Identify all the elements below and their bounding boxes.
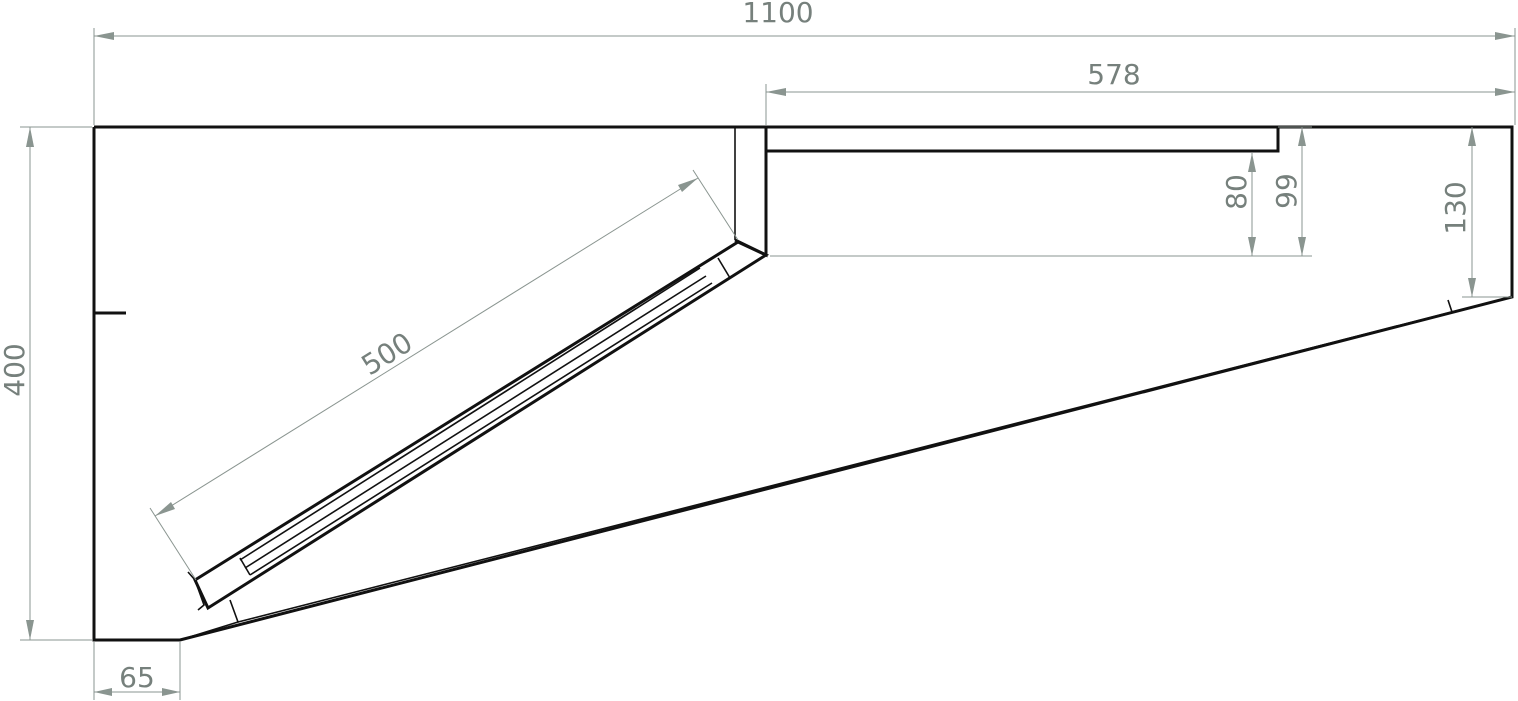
drip-edge-end-left [179, 599, 240, 641]
dim-height: 400 [0, 126, 92, 641]
dim-depth-80-label: 80 [1220, 174, 1253, 210]
filter-handle-lower [239, 557, 251, 576]
dim-upper-width: 578 [765, 58, 1515, 125]
drip-edge-line [237, 311, 1453, 623]
dim-depth-99-label: 99 [1270, 173, 1303, 209]
filter-panel [187, 240, 770, 611]
drip-edge-end-right [1447, 296, 1513, 313]
duct-right-wall [734, 127, 768, 258]
filter-rib-1 [239, 267, 701, 561]
filter-rib-3 [249, 282, 713, 576]
dim-upper-width-label: 578 [1087, 58, 1140, 91]
dim-depth-99: 99 [770, 126, 1312, 257]
dim-depth-130: 130 [1439, 127, 1512, 298]
dim-depth-130-label: 130 [1439, 181, 1472, 234]
dim-total-width: 1100 [93, 0, 1516, 125]
dim-depth-80: 80 [1220, 153, 1256, 256]
filter-clip-left [187, 571, 205, 611]
dim-filter-length-label: 500 [356, 326, 419, 382]
duct-assembly [734, 125, 1280, 258]
filter-body [193, 240, 770, 611]
dim-total-width-label: 1100 [742, 0, 813, 29]
filter-rib-2 [244, 275, 707, 569]
dim-base-offset-label: 65 [119, 661, 155, 694]
dim-base-offset: 65 [93, 642, 181, 700]
filter-handle-upper [717, 257, 731, 279]
top-plate [764, 125, 1280, 153]
dim-height-label: 400 [0, 343, 31, 396]
